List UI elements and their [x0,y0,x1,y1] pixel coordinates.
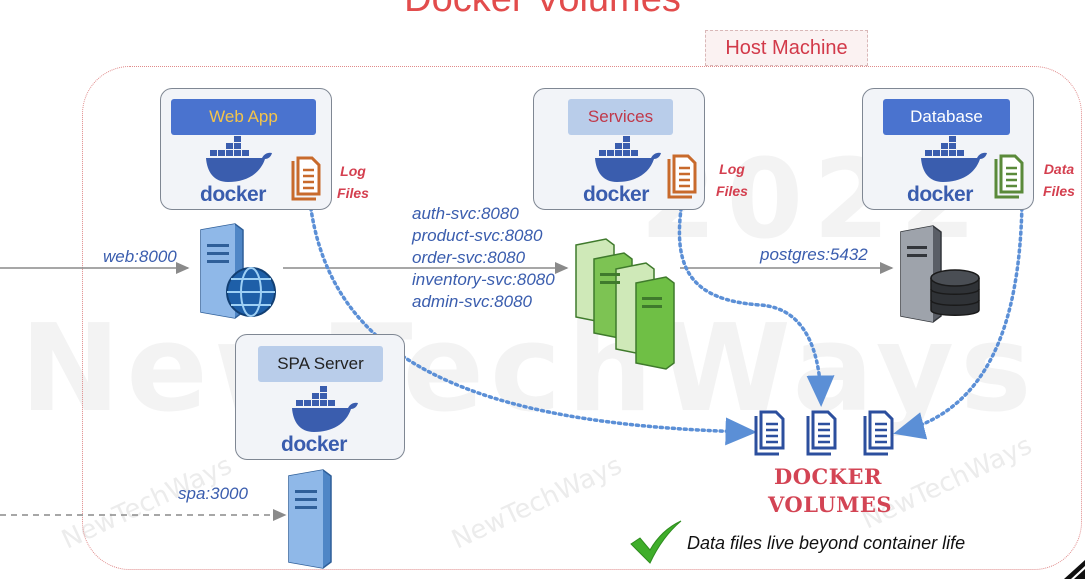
volume-file-icon [754,410,785,456]
database-endpoint-label: postgres:5432 [760,245,868,264]
services-title: Services [568,99,673,135]
log-file-icon [291,156,321,201]
database-title: Database [883,99,1010,135]
services-endpoint-list: auth-svc:8080 product-svc:8080 order-svc… [412,203,555,313]
volume-link-services [677,200,835,407]
services-log-files-label: Log Files [716,161,748,199]
host-machine-boundary [82,66,1082,570]
endpoint-admin-svc: admin-svc:8080 [412,292,533,311]
docker-whale-icon [292,386,358,432]
docker-brand: docker [281,433,347,456]
database-data-files-label: Data Files [1043,161,1075,199]
web-app-title: Web App [171,99,316,135]
server-icon [288,469,332,569]
volume-link-database [893,200,1024,440]
endpoint-auth-svc: auth-svc:8080 [412,204,519,223]
watermark-main: NewTechWays [20,300,1038,439]
diagram-title: Docker Volumes [0,0,1085,21]
docker-volumes-label: DOCKER VOLUMES [768,464,893,517]
host-machine-label: Host Machine [705,30,868,66]
docker-whale-icon [921,136,987,182]
volume-link-web [308,200,757,446]
web-log-files-label: Log Files [337,163,369,201]
spa-server-title: SPA Server [258,346,383,382]
docker-whale-icon [206,136,272,182]
log-file-icon [667,154,697,199]
docker-brand: docker [583,183,649,206]
volume-file-icon [806,410,837,456]
spa-endpoint-label: spa:3000 [178,484,248,503]
endpoint-product-svc: product-svc:8080 [412,226,543,245]
docker-brand: docker [907,183,973,206]
corner-mark-icon [1064,560,1085,579]
docker-whale-icon [595,136,661,182]
endpoint-inventory-svc: inventory-svc:8080 [412,270,555,289]
docker-brand: docker [200,183,266,206]
endpoint-order-svc: order-svc:8080 [412,248,526,267]
volume-file-icon [863,410,894,456]
checkmark-icon [630,520,682,564]
database-server-icon [900,225,980,323]
server-cluster-icon [575,238,675,370]
web-endpoint-label: web:8000 [103,247,177,266]
web-server-icon [200,223,276,319]
data-file-icon [994,154,1024,199]
persistence-note: Data files live beyond container life [687,533,966,553]
